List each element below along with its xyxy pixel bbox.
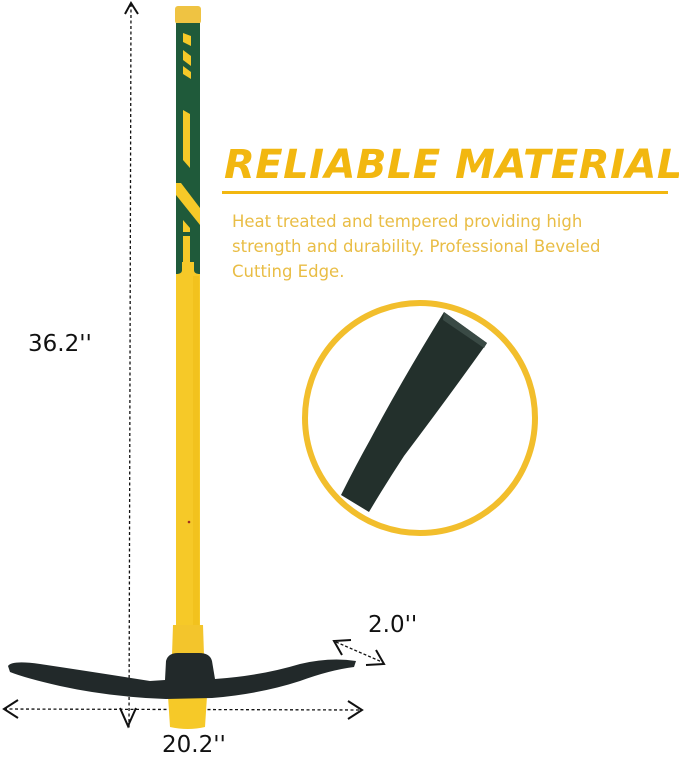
feature-description: Heat treated and tempered providing high… (232, 212, 601, 281)
handle-end (168, 696, 207, 729)
thickness-dimension-arrow-icon (332, 639, 386, 666)
horizontal-dimension-arrow-icon (2, 699, 364, 720)
feature-title: RELIABLE MATERIAL (224, 142, 679, 188)
blade-thickness-label: 2.0'' (368, 612, 418, 638)
length-dimension-label: 36.2'' (28, 331, 92, 357)
pick-head (8, 653, 356, 699)
handle-grip (176, 23, 200, 276)
vertical-dimension-arrow-icon (119, 1, 139, 729)
title-underline (222, 191, 668, 194)
handle-cap (175, 6, 201, 24)
detail-circle-blade-closeup (302, 300, 538, 536)
width-dimension-label: 20.2'' (162, 732, 226, 758)
